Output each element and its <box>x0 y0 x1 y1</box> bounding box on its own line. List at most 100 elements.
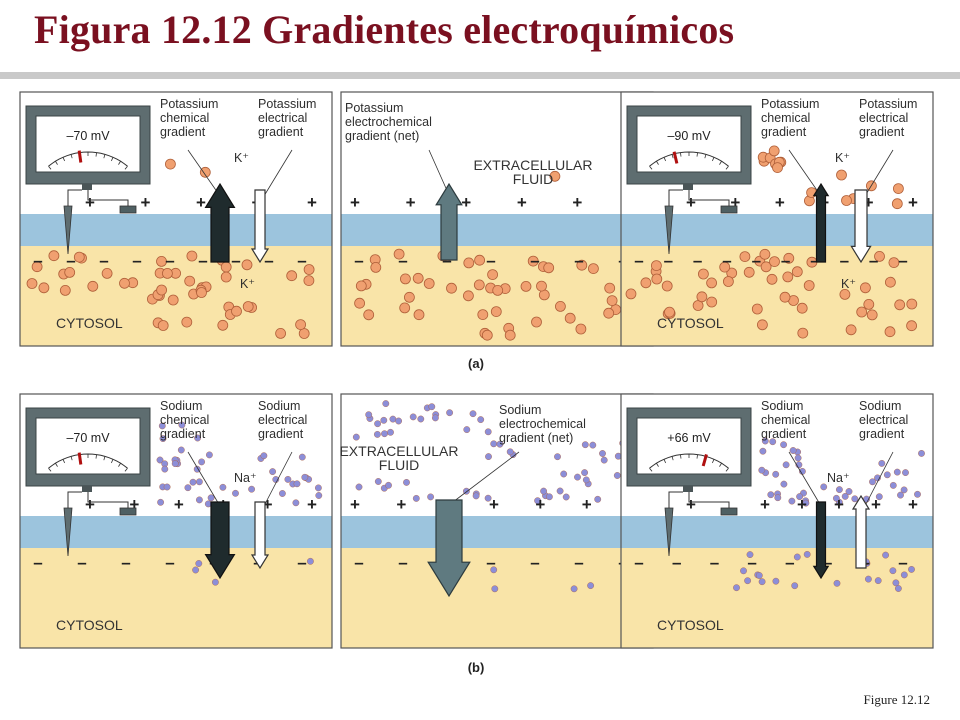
negative-charge: – <box>722 251 731 270</box>
sodium-ion <box>540 487 547 495</box>
potassium-ion <box>462 290 474 302</box>
sodium-ion <box>594 495 602 503</box>
potassium-ion <box>906 320 917 332</box>
potassium-ion <box>564 312 576 324</box>
leader-line <box>788 451 822 507</box>
plasma-membrane <box>20 214 332 246</box>
sodium-ion <box>477 416 485 423</box>
potassium-ion <box>186 250 198 262</box>
negative-charge: – <box>297 251 306 270</box>
sodium-ion <box>759 447 767 455</box>
sodium-ion <box>284 475 292 483</box>
sodium-ion <box>895 585 902 592</box>
sodium-ion <box>772 577 780 585</box>
negative-charge: – <box>574 553 583 572</box>
sodium-ion <box>796 493 803 500</box>
potassium-ion <box>412 272 424 284</box>
potassium-ion <box>481 329 493 341</box>
sodium-ion <box>845 488 853 495</box>
potassium-ion <box>492 284 504 296</box>
sodium-ion <box>560 470 568 478</box>
sodium-ion <box>599 450 606 457</box>
meter-wire <box>668 491 683 508</box>
microelectrode <box>63 205 73 255</box>
potassium-ion <box>520 280 532 292</box>
potassium-ion <box>845 324 857 336</box>
sodium-ion <box>587 582 594 589</box>
potassium-ion <box>543 262 555 274</box>
positive-charge: + <box>864 193 874 212</box>
potassium-ion <box>874 250 885 262</box>
potassium-ion <box>399 273 411 285</box>
potassium-ion <box>242 301 254 312</box>
meter-tick <box>62 157 65 162</box>
negative-charge: – <box>398 251 407 270</box>
leader-line <box>788 149 822 197</box>
sodium-ion <box>900 571 908 579</box>
sodium-ion <box>600 456 608 464</box>
electrical-gradient-arrow <box>250 501 270 570</box>
panel-border <box>19 393 333 649</box>
positive-charge: + <box>461 193 471 212</box>
positive-charge: + <box>535 495 545 514</box>
sodium-ion <box>177 446 185 454</box>
potassium-ion <box>549 170 561 182</box>
sodium-ion <box>889 481 897 489</box>
negative-charge: – <box>132 251 141 270</box>
electrode-external <box>720 507 738 516</box>
meter-tick <box>55 463 58 467</box>
sodium-ion <box>744 577 751 585</box>
sodium-ion <box>260 452 268 460</box>
electrode-external <box>119 205 137 214</box>
meter-tick <box>95 152 97 157</box>
potassium-ion <box>536 280 547 292</box>
potassium-ion <box>839 288 851 300</box>
potassium-ion <box>164 158 176 170</box>
negative-charge: – <box>781 251 790 270</box>
negative-charge: – <box>33 251 42 270</box>
meter-wire <box>67 189 82 206</box>
meter-tick <box>696 454 698 459</box>
sodium-ion <box>373 430 381 438</box>
leader-line <box>864 451 894 507</box>
sodium-ion <box>428 403 436 411</box>
sodium-ion <box>387 428 394 436</box>
potassium-ion <box>866 309 878 321</box>
negative-charge: – <box>99 251 108 270</box>
potassium-ion <box>474 254 486 266</box>
potassium-ion <box>64 266 76 278</box>
sodium-ion <box>793 553 801 561</box>
potassium-ion <box>796 302 808 314</box>
sodium-ion <box>772 470 780 478</box>
potassium-ion <box>423 278 435 289</box>
plasma-membrane <box>621 214 933 246</box>
sodium-ion <box>381 430 388 438</box>
sodium-ion <box>171 460 179 467</box>
potassium-ion <box>184 275 196 287</box>
negative-charge: – <box>165 553 174 572</box>
sodium-ion <box>767 491 775 499</box>
potassium-ion <box>575 323 587 335</box>
positive-charge: + <box>307 193 317 212</box>
ion-label-top: K⁺ <box>835 151 850 165</box>
sodium-ion <box>395 417 402 425</box>
potassium-ion <box>797 327 809 339</box>
meter-tick <box>663 459 666 464</box>
sodium-ion <box>352 433 360 441</box>
potassium-ion <box>856 306 868 318</box>
potassium-ion <box>220 261 232 273</box>
sodium-ion <box>780 441 787 449</box>
meter-tick <box>725 165 729 170</box>
sodium-ion <box>780 480 788 488</box>
potassium-ion <box>48 250 60 262</box>
sodium-ion <box>506 448 514 456</box>
potassium-ion <box>698 268 709 280</box>
potassium-ion <box>836 169 847 181</box>
ion-label-top: K⁺ <box>234 151 249 165</box>
sodium-ion <box>889 567 897 575</box>
electrical-gradient-arrow <box>851 494 871 569</box>
potassium-ion <box>463 257 475 269</box>
